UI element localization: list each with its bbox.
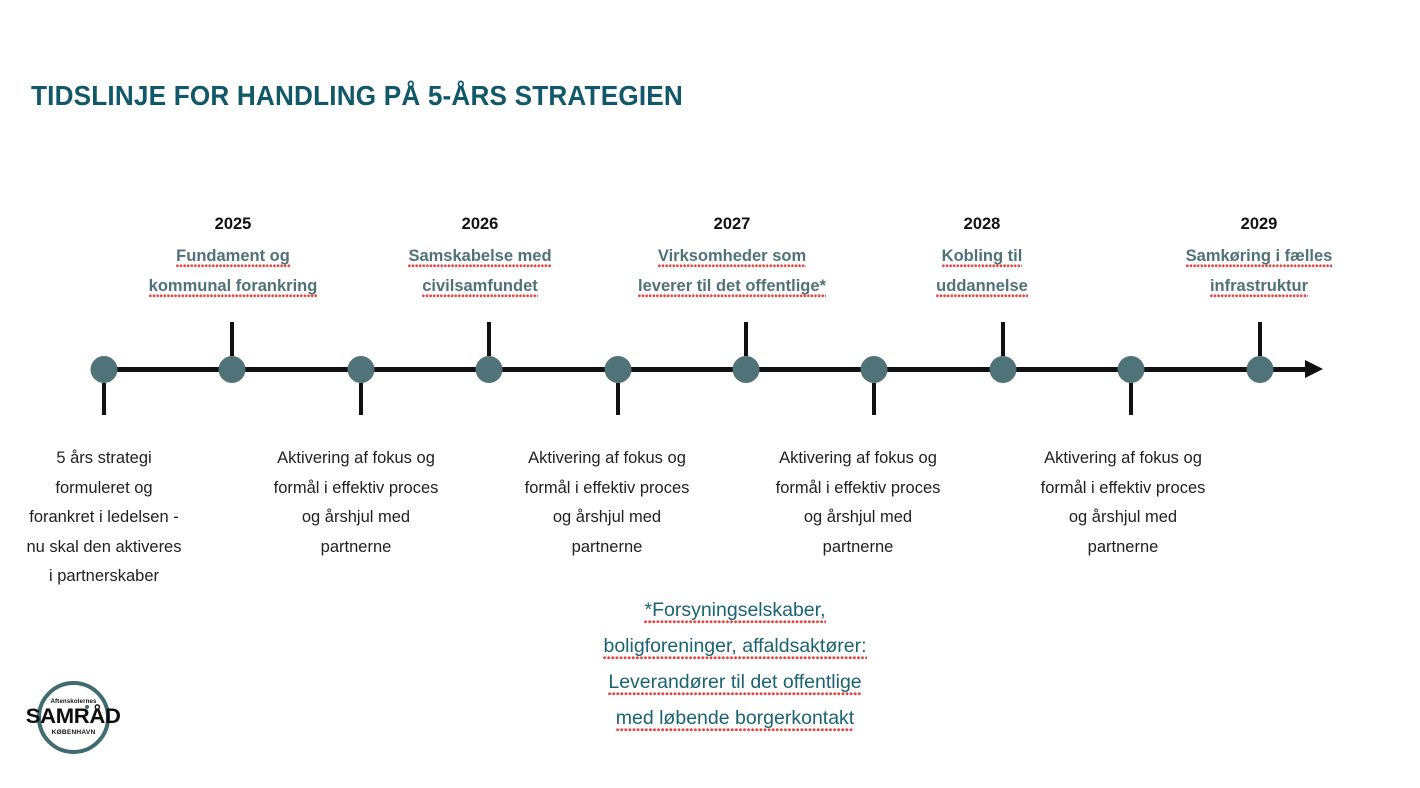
- timeline-stem-down: [102, 383, 106, 415]
- timeline-stem-up: [1000, 322, 1005, 356]
- timeline-stem-up: [230, 322, 235, 356]
- arrow-right-icon: [1305, 360, 1323, 378]
- milestone-subtitle-line-1: Samskabelse med: [355, 241, 605, 271]
- timeline-caption: Aktivering af fokus og formål i effektiv…: [775, 449, 941, 556]
- logo-text-group: Aftenskolernes SAMRÅD KØBENHAVN: [26, 681, 121, 754]
- milestone-subtitle-text: Virksomheder som: [657, 247, 807, 268]
- page-title: TIDSLINJE FOR HANDLING PÅ 5-ÅRS STRATEGI…: [31, 80, 683, 111]
- milestone-subtitle-line-1: Samkøring i fælles: [1128, 241, 1390, 271]
- milestone-subtitle-text: Samkøring i fælles: [1185, 247, 1333, 268]
- timeline-node: [218, 356, 246, 383]
- timeline-node: [604, 356, 632, 383]
- logo-top-text: Aftenskolernes: [50, 698, 97, 705]
- milestone-subtitle-text: Fundament og: [176, 247, 290, 268]
- timeline-node: [1246, 356, 1274, 383]
- milestone-subtitle-text: Samskabelse med: [408, 247, 552, 268]
- milestone-subtitle-text: kommunal forankring: [148, 277, 318, 298]
- footnote-line-1: *Forsyningselskaber,: [520, 592, 950, 628]
- timeline-stem-down: [615, 383, 620, 415]
- timeline-node: [347, 356, 375, 383]
- footnote-line-3: Leverandører til det offentlige: [520, 664, 950, 700]
- milestone-subtitle-text: uddannelse: [936, 277, 1028, 298]
- milestone-year-label: 2029: [1240, 215, 1278, 233]
- timeline-stem-down: [872, 383, 877, 415]
- milestone-subtitle-line-2: uddannelse: [872, 271, 1092, 301]
- footnote-text-4: med løbende borgerkontakt: [615, 707, 855, 732]
- milestone-year-label: 2027: [713, 215, 751, 233]
- timeline-stem-up: [487, 322, 492, 356]
- timeline-node: [732, 356, 760, 383]
- footnote-line-2: boligforeninger, affaldsaktører:: [520, 628, 950, 664]
- logo-dot-icon: [85, 704, 89, 709]
- timeline-node: [475, 356, 503, 383]
- milestone-subtitle-text: leverer til det offentlige*: [638, 277, 826, 298]
- milestone-year-label: 2025: [214, 215, 252, 233]
- milestone-subtitle-line-2: leverer til det offentlige*: [601, 271, 863, 301]
- timeline-stem-up: [1257, 322, 1262, 356]
- footnote-text-3: Leverandører til det offentlige: [608, 671, 862, 696]
- timeline-node: [1117, 356, 1145, 383]
- milestone-year-label: 2028: [963, 215, 1001, 233]
- footnote: *Forsyningselskaber, boligforeninger, af…: [520, 592, 950, 736]
- logo-main-text: SAMRÅD: [26, 705, 121, 728]
- timeline-node: [90, 356, 118, 383]
- timeline-stem-up: [744, 322, 748, 356]
- timeline-caption: Aktivering af fokus og formål i effektiv…: [1040, 449, 1206, 556]
- timeline-line: [104, 367, 1312, 372]
- milestone-subtitle-line-2: infrastruktur: [1128, 271, 1390, 301]
- milestone-subtitle-line-2: civilsamfundet: [355, 271, 605, 301]
- timeline-caption: Aktivering af fokus og formål i effektiv…: [273, 449, 439, 556]
- samrad-logo: Aftenskolernes SAMRÅD KØBENHAVN: [26, 681, 121, 754]
- footnote-text-1: *Forsyningselskaber,: [644, 599, 826, 624]
- timeline-stem-down: [358, 383, 363, 415]
- milestone-subtitle-line-1: Virksomheder som: [601, 241, 863, 271]
- timeline-node: [989, 356, 1017, 383]
- timeline-node: [860, 356, 888, 383]
- milestone-subtitle-text: infrastruktur: [1209, 277, 1309, 298]
- logo-ring: [37, 681, 110, 754]
- milestone-subtitle-text: Kobling til: [941, 247, 1023, 268]
- milestone-year-label: 2026: [461, 215, 499, 233]
- timeline-axis: [0, 300, 1420, 430]
- footnote-line-4: med løbende borgerkontakt: [520, 700, 950, 736]
- timeline-caption: 5 års strategi formuleret og forankret i…: [26, 449, 182, 585]
- timeline-stem-down: [1129, 383, 1134, 415]
- footnote-text-2: boligforeninger, affaldsaktører:: [603, 635, 867, 660]
- logo-bottom-text: KØBENHAVN: [51, 729, 96, 736]
- milestone-subtitle-line-1: Fundament og: [103, 241, 363, 271]
- milestone-subtitle-text: civilsamfundet: [422, 277, 538, 298]
- timeline-caption: Aktivering af fokus og formål i effektiv…: [524, 449, 690, 556]
- milestone-subtitle-line-2: kommunal forankring: [103, 271, 363, 301]
- milestone-subtitle-line-1: Kobling til: [872, 241, 1092, 271]
